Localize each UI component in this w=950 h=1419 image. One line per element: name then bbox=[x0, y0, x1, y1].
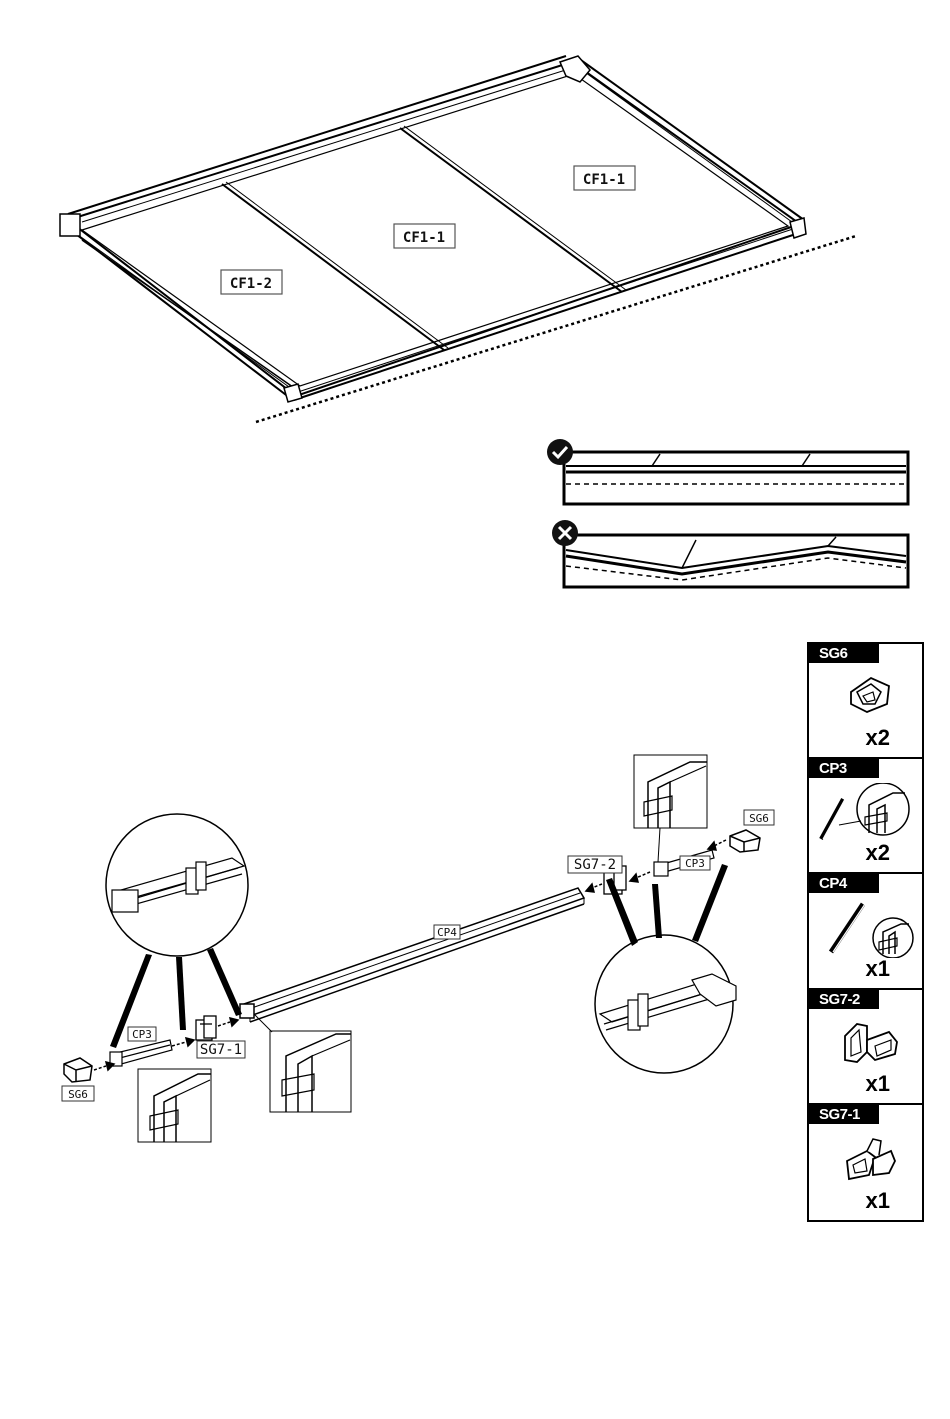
part-code: SG7-2 bbox=[809, 990, 879, 1009]
sg6-left-cap bbox=[64, 1058, 92, 1082]
cross-icon bbox=[552, 520, 578, 546]
sg6-right-label: SG6 bbox=[744, 810, 774, 825]
svg-text:SG6: SG6 bbox=[749, 812, 769, 825]
sg7-2-label: SG7-2 bbox=[568, 856, 622, 873]
panel-label-cf1-1-middle: CF1-1 bbox=[394, 224, 455, 248]
panel-label-cf1-1-right: CF1-1 bbox=[574, 166, 635, 190]
cp3-left-label: CP3 bbox=[128, 1027, 156, 1041]
sg7-1-connector bbox=[196, 1016, 216, 1040]
corner-cap-icon bbox=[841, 670, 901, 720]
part-quantity: x1 bbox=[866, 956, 890, 982]
profile-detail-box-2 bbox=[254, 1014, 351, 1112]
sg6-right-cap bbox=[730, 830, 760, 852]
part-item-cp4: CP4 x1 bbox=[809, 874, 922, 989]
svg-text:CF1-1: CF1-1 bbox=[583, 172, 625, 188]
sg7-1-label: SG7-1 bbox=[197, 1041, 245, 1058]
detail-circle-right bbox=[595, 864, 736, 1073]
roof-frame bbox=[60, 56, 856, 422]
profile-detail-box-1 bbox=[138, 1069, 211, 1142]
sg6-left-label: SG6 bbox=[62, 1086, 94, 1101]
svg-text:CP3: CP3 bbox=[132, 1028, 152, 1041]
part-quantity: x2 bbox=[866, 725, 890, 751]
connector-icon bbox=[837, 1016, 903, 1068]
part-item-cp3: CP3 x2 bbox=[809, 759, 922, 874]
svg-text:CF1-2: CF1-2 bbox=[230, 276, 272, 292]
svg-text:SG7-1: SG7-1 bbox=[200, 1042, 242, 1058]
cp3-right-label: CP3 bbox=[680, 856, 710, 870]
parts-list: SG6 x2 CP3 x2 CP4 x1 bbox=[807, 642, 924, 1222]
part-item-sg6: SG6 x2 bbox=[809, 644, 922, 759]
part-quantity: x1 bbox=[866, 1188, 890, 1214]
long-profile-icon bbox=[823, 898, 919, 958]
cp3-left-profile bbox=[110, 1040, 172, 1066]
short-profile-icon bbox=[815, 783, 915, 845]
detail-circle-left bbox=[106, 814, 248, 1048]
part-code: CP3 bbox=[809, 759, 879, 778]
profile-detail-box-3 bbox=[634, 755, 707, 862]
panel-label-cf1-2: CF1-2 bbox=[221, 270, 282, 294]
svg-text:CP3: CP3 bbox=[685, 857, 705, 870]
part-item-sg7-1: SG7-1 x1 bbox=[809, 1105, 922, 1220]
correct-alignment-panel bbox=[564, 452, 908, 504]
svg-text:SG7-2: SG7-2 bbox=[574, 857, 616, 873]
part-code: CP4 bbox=[809, 874, 879, 893]
part-quantity: x2 bbox=[866, 840, 890, 866]
cp4-label: CP4 bbox=[434, 925, 460, 939]
cp4-long-profile bbox=[240, 888, 584, 1022]
part-quantity: x1 bbox=[866, 1071, 890, 1097]
part-item-sg7-2: SG7-2 x1 bbox=[809, 990, 922, 1105]
connector-icon bbox=[839, 1135, 901, 1183]
svg-text:SG6: SG6 bbox=[68, 1088, 88, 1101]
check-icon bbox=[547, 439, 573, 465]
svg-text:CF1-1: CF1-1 bbox=[403, 230, 445, 246]
part-code: SG7-1 bbox=[809, 1105, 879, 1124]
incorrect-alignment-panel bbox=[564, 535, 908, 587]
part-code: SG6 bbox=[809, 644, 879, 663]
svg-text:CP4: CP4 bbox=[437, 926, 457, 939]
